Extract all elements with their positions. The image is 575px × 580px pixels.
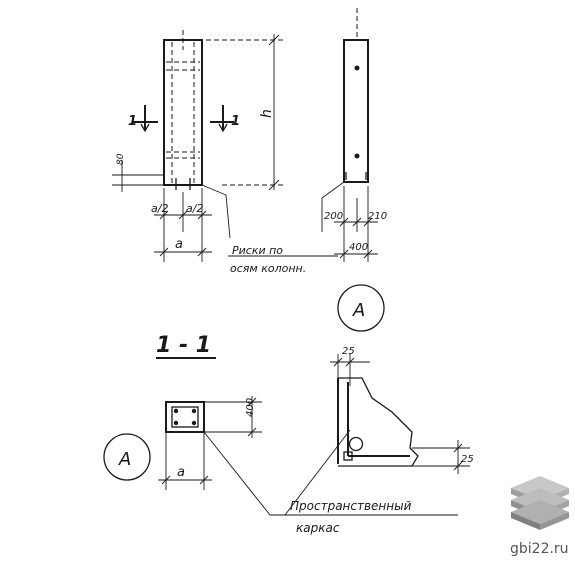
a-half-left-label: a/2 — [151, 202, 168, 215]
side-view — [343, 8, 369, 183]
section-label-right: 1 — [231, 114, 240, 129]
cage-note-line1: Пространственный — [290, 499, 412, 513]
label-25-right: 25 — [461, 454, 474, 465]
dimension-h: h — [206, 34, 284, 191]
a-half-right-label: a/2 — [186, 202, 203, 215]
section-title: 1 - 1 — [156, 333, 216, 359]
a-top-label: a — [175, 237, 183, 252]
lifting-hole-top — [354, 65, 360, 71]
section-mark-right: 1 — [210, 105, 240, 133]
label-400-section: 400 — [245, 398, 256, 417]
dimension-80: 80 — [112, 153, 164, 192]
front-view — [163, 30, 203, 190]
column-outline-side — [343, 39, 369, 183]
section-title-label: 1 - 1 — [156, 333, 211, 358]
detail-a: 25 25 — [330, 346, 474, 474]
callout-a-top-label: А — [352, 300, 365, 321]
section-outline — [165, 401, 205, 433]
label-210: 210 — [368, 211, 387, 222]
label-400-side: 400 — [349, 242, 368, 253]
dimension-a-top: a — [154, 237, 212, 257]
callout-a-left-label: А — [118, 449, 131, 470]
risk-note-line1: Риски по — [232, 244, 283, 257]
h-label: h — [259, 109, 275, 118]
label-25-top: 25 — [342, 346, 355, 357]
rebar-circle — [348, 436, 364, 452]
callout-a-left: А — [103, 433, 151, 481]
label-200: 200 — [324, 211, 343, 222]
lifting-hole-bottom — [354, 153, 360, 159]
cross-section: 400 a — [158, 396, 262, 490]
leader-front — [201, 184, 231, 239]
cage-note-line2: каркас — [296, 521, 340, 535]
watermark: gbi22.ru — [510, 476, 569, 557]
dimension-a-half: a/2 a/2 — [151, 188, 212, 262]
callout-a-top: А — [337, 284, 385, 332]
section-label-left: 1 — [128, 114, 137, 129]
label-a-section: a — [177, 465, 185, 480]
label-80: 80 — [116, 153, 126, 165]
section-cage — [171, 406, 199, 428]
side-dimensions: 200 210 400 — [321, 181, 387, 262]
stack-logo-icon — [511, 476, 569, 530]
risk-note-line2: осям колонн. — [230, 262, 306, 275]
axis-marks-note: Риски по осям колонн. — [228, 244, 338, 275]
cage-note: Пространственный каркас — [203, 429, 458, 535]
section-mark-left: 1 — [128, 105, 158, 133]
watermark-text: gbi22.ru — [510, 541, 569, 557]
